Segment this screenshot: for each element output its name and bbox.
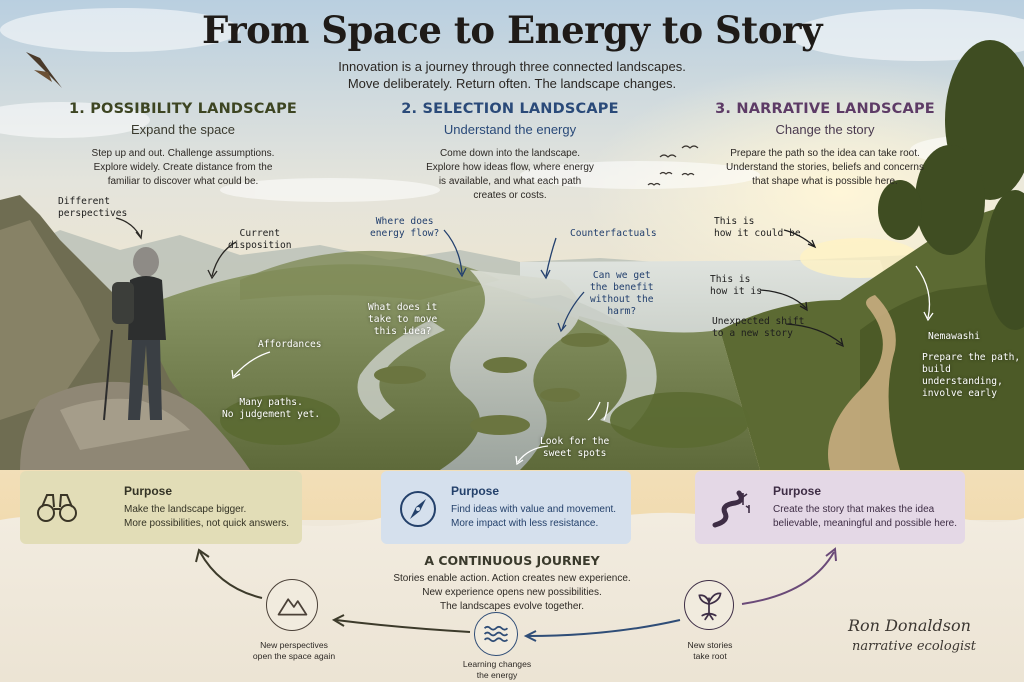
journey-title: A CONTINUOUS JOURNEY xyxy=(424,553,600,568)
hiker-illustration xyxy=(103,247,166,421)
narrative-landscape-header: 3. NARRATIVE LANDSCAPE Change the story … xyxy=(700,101,950,189)
landscape-description: Step up and out. Challenge assumptions. … xyxy=(91,148,275,187)
annotation-many-paths: Many paths. No judgement yet. xyxy=(222,397,321,420)
landscape-description: Come down into the landscape. Explore ho… xyxy=(426,148,594,201)
waves-icon xyxy=(474,612,518,656)
card-text: Find ideas with value and movement. More… xyxy=(451,504,617,529)
purpose-card-possibility: Purpose Make the landscape bigger. More … xyxy=(20,471,302,544)
author-signature: Ron Donaldson narrative ecologist xyxy=(848,616,977,654)
landscape-heading: 3. NARRATIVE LANDSCAPE xyxy=(715,101,935,117)
journey-description: Stories enable action. Action creates ne… xyxy=(393,573,631,612)
binoculars-icon xyxy=(34,485,80,531)
page-subtitle: Innovation is a journey through three co… xyxy=(338,59,686,91)
selection-landscape-header: 2. SELECTION LANDSCAPE Understand the en… xyxy=(390,101,630,203)
annotation-how-it-could-be: This is how it could be xyxy=(714,216,801,239)
annotation-how-it-is: This is how it is xyxy=(710,274,762,297)
eagle-illustration xyxy=(26,52,62,88)
card-title: Purpose xyxy=(451,484,500,498)
annotation-benefit-without-harm: Can we get the benefit without the harm? xyxy=(590,270,654,317)
annotation-different-perspectives: Different perspectives xyxy=(58,196,128,219)
annotation-nemawashi: Nemawashi xyxy=(928,331,980,342)
page-title: From Space to Energy to Story xyxy=(201,8,823,52)
purpose-card-narrative: Purpose Create the story that makes the … xyxy=(695,471,965,544)
annotation-sweet-spots: Look for the sweet spots xyxy=(540,436,610,459)
compass-icon xyxy=(395,485,441,531)
annotation-what-does-it-take: What does it take to move this idea? xyxy=(368,302,438,337)
annotation-counterfactuals: Counterfactuals xyxy=(570,228,657,239)
mountains-icon xyxy=(266,579,318,631)
winding-path-icon xyxy=(709,485,755,531)
annotation-nemawashi-description: Prepare the path, build understanding, i… xyxy=(922,352,1021,399)
journey-step-label: Learning changes the energy xyxy=(462,659,532,680)
landscape-heading: 1. POSSIBILITY LANDSCAPE xyxy=(68,101,298,117)
landscape-heading: 2. SELECTION LANDSCAPE xyxy=(401,101,619,117)
purpose-card-selection: Purpose Find ideas with value and moveme… xyxy=(381,471,631,544)
annotation-affordances: Affordances xyxy=(258,339,322,350)
landscape-subheading: Understand the energy xyxy=(443,122,577,137)
annotation-unexpected-shift: Unexpected shift to a new story xyxy=(712,316,805,339)
card-text: Create the story that makes the idea bel… xyxy=(773,504,958,529)
card-title: Purpose xyxy=(124,484,173,498)
landscape-subheading: Change the story xyxy=(775,122,875,137)
landscape-description: Prepare the path so the idea can take ro… xyxy=(726,148,924,187)
sprout-icon xyxy=(684,580,734,630)
annotation-current-disposition: Current disposition xyxy=(228,228,292,251)
annotation-where-energy-flow: Where does energy flow? xyxy=(370,216,440,239)
landscape-subheading: Expand the space xyxy=(130,122,236,137)
journey-step-label: New stories take root xyxy=(687,640,733,661)
card-text: Make the landscape bigger. More possibil… xyxy=(124,504,290,529)
card-title: Purpose xyxy=(773,484,822,498)
possibility-landscape-header: 1. POSSIBILITY LANDSCAPE Expand the spac… xyxy=(68,101,298,189)
journey-step-label: New perspectives open the space again xyxy=(252,640,336,661)
